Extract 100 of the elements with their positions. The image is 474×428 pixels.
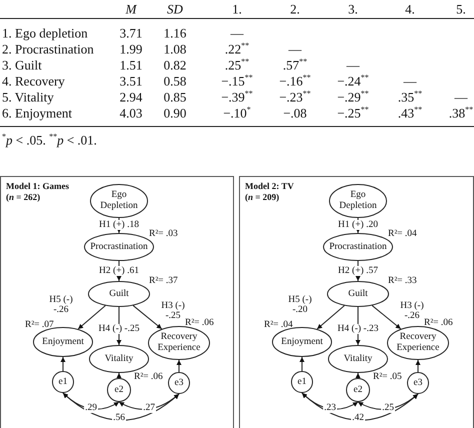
sample-size: (n = 262): [6, 192, 40, 202]
variable-ellipse: [387, 326, 449, 360]
table-cell: —: [346, 58, 360, 72]
table-cell: −.15$^{**}$: [221, 74, 253, 88]
table-cell: 1.99: [120, 42, 142, 56]
variable-label: Procrastination: [329, 242, 387, 252]
table-cell: —: [404, 74, 416, 88]
table-cell: 0.85: [164, 90, 186, 104]
model-panel: [0, 176, 234, 428]
covariance-arrow: [62, 392, 120, 410]
table-cell: −.25$^{**}$: [337, 106, 369, 120]
table-cell: .35$^{**}$: [398, 90, 422, 104]
column-header: SD: [167, 2, 183, 16]
edge-label: H1 (+) .20: [337, 220, 379, 230]
sample-size: (n = 209): [245, 192, 280, 202]
table-cell: −.08: [283, 106, 307, 120]
variable-label: Guilt: [109, 288, 129, 300]
table-cell: .25$^{**}$: [224, 58, 250, 72]
column-header: M: [126, 2, 136, 16]
variable-label: e2: [114, 384, 124, 396]
variable-label: Procrastination: [90, 242, 148, 252]
edge-label: H2 (+) .57: [337, 266, 379, 276]
row-label: 3. Guilt: [2, 58, 42, 72]
row-label: 5. Vitality: [2, 90, 54, 104]
table-cell: .22$^{**}$: [224, 42, 250, 56]
variable-ellipse: [327, 281, 389, 307]
panel-title: Model 1: Games: [6, 181, 69, 191]
edge-label: H5 (-) -.26: [48, 295, 74, 315]
variable-label: e3: [174, 378, 184, 388]
table-cell: 4.03: [120, 106, 142, 120]
variable-label: e2: [354, 384, 362, 396]
table-cell: —: [288, 42, 302, 56]
table-cell: −.29$^{**}$: [337, 90, 369, 104]
table-cell: 0.82: [164, 58, 186, 72]
r-squared-label: R²= .06: [185, 318, 214, 328]
error-term-circle: [291, 371, 313, 393]
variable-label: Vitality: [344, 354, 372, 364]
error-term-circle: [52, 371, 74, 393]
column-header: 3.: [348, 2, 358, 16]
table-cell: −.24$^{**}$: [337, 74, 369, 88]
table-cell: −.39$^{**}$: [221, 90, 253, 104]
error-term-circle: [168, 372, 190, 394]
path-arrow: [416, 360, 420, 372]
r-squared-label: R²= .05: [373, 372, 402, 382]
edge-label: H3 (-) -.26: [399, 301, 424, 321]
table-cell: .38$^{**}$: [448, 106, 474, 120]
table-cell: −.10$^{*}$: [223, 106, 251, 120]
variable-label: e3: [414, 378, 422, 388]
variable-label: e1: [58, 376, 68, 388]
covariance-arrow: [302, 392, 358, 410]
r-squared-label: R²= .37: [149, 276, 178, 286]
variable-label: Enjoyment: [42, 336, 84, 348]
path-arrow: [60, 356, 66, 372]
column-header: 5.: [456, 2, 466, 16]
variable-ellipse: [90, 184, 148, 218]
r-squared-label: R²= .06: [424, 318, 453, 328]
column-header: 1.: [232, 2, 242, 16]
variable-label: Recovery Experience: [396, 332, 440, 354]
table-cell: —: [454, 90, 468, 104]
panel-title: Model 2: TV: [245, 181, 294, 191]
r-squared-label: R²= .07: [25, 320, 54, 330]
variable-label: Vitality: [104, 354, 134, 364]
edge-label: H4 (-) -.23: [336, 324, 380, 334]
variable-label: Enjoyment: [281, 336, 323, 348]
table-cell: −.23$^{**}$: [279, 90, 311, 104]
path-arrow: [372, 305, 402, 330]
edge-label: .29: [84, 403, 98, 413]
column-header: 2.: [290, 2, 300, 16]
error-term-circle: [346, 378, 370, 402]
path-arrow: [176, 360, 182, 372]
path-arrow: [316, 305, 345, 330]
table-cell: 0.90: [164, 106, 186, 120]
table-cell: —: [230, 26, 244, 40]
edge-label: H2 (+) .61: [98, 266, 140, 276]
variable-label: Guilt: [348, 288, 368, 300]
edge-label: H3 (-) -.25: [160, 301, 185, 321]
r-squared-label: R²= .04: [264, 320, 293, 330]
variable-ellipse: [88, 281, 150, 307]
variable-label: e1: [298, 376, 306, 388]
row-label: 6. Enjoyment: [2, 106, 72, 120]
table-cell: 3.71: [120, 26, 142, 40]
row-label: 4. Recovery: [2, 74, 65, 88]
variable-ellipse: [89, 345, 149, 373]
table-cell: −.16$^{**}$: [279, 74, 311, 88]
error-term-circle: [107, 378, 131, 402]
variable-label: Recovery Experience: [156, 332, 202, 354]
edge-label: .25: [381, 403, 395, 413]
r-squared-label: R²= .33: [388, 276, 417, 286]
covariance-arrow: [302, 392, 418, 421]
table-cell: 3.51: [120, 74, 142, 88]
variable-ellipse: [272, 327, 332, 357]
variable-ellipse: [328, 345, 388, 373]
edge-label: H1 (+) .18: [98, 220, 140, 230]
covariance-arrow: [62, 392, 180, 421]
table-cell: 1.08: [164, 42, 186, 56]
edge-label: H5 (-) -.20: [287, 295, 313, 315]
table-cell: .57$^{**}$: [282, 58, 308, 72]
row-label: 2. Procrastination: [2, 42, 94, 56]
path-arrow: [356, 372, 360, 378]
r-squared-label: R²= .06: [134, 372, 163, 382]
